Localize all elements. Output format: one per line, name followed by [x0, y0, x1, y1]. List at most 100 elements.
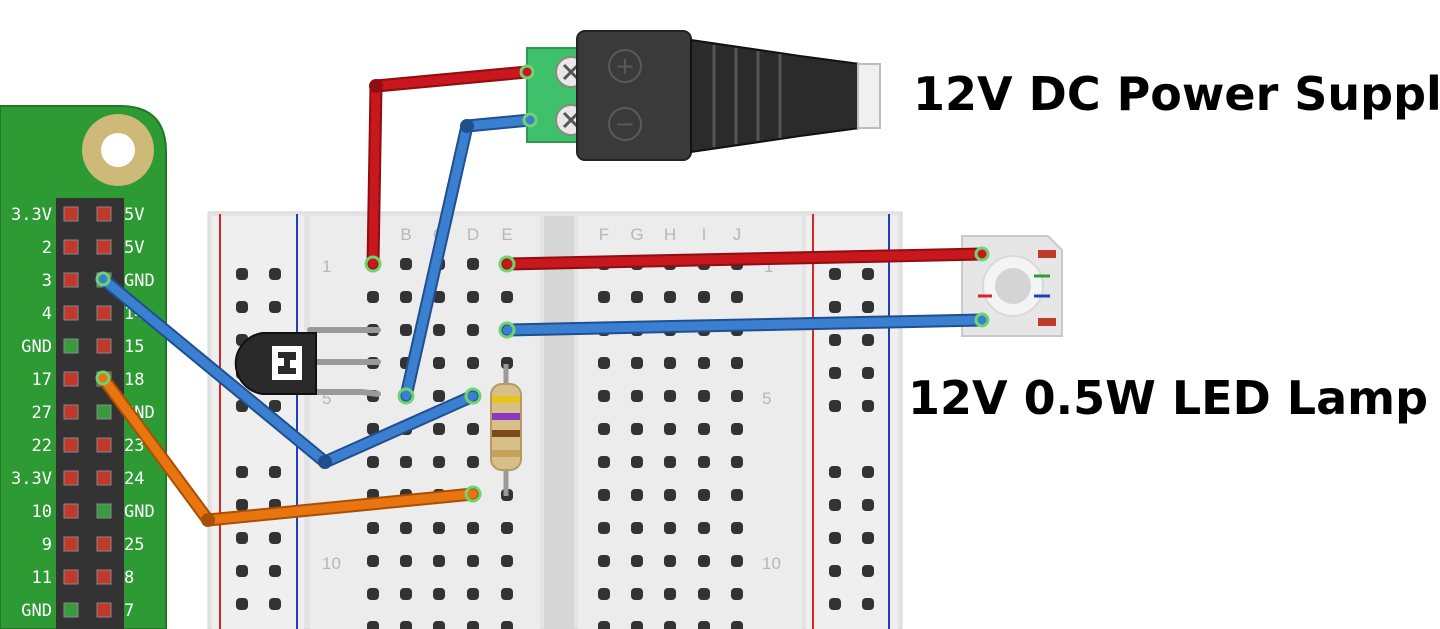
row-label-10-right: 10: [762, 554, 781, 573]
breadboard-hole: [467, 555, 479, 567]
gpio-right-label: 8: [124, 568, 134, 588]
gpio-pin: [96, 239, 112, 255]
breadboard-hole: [467, 258, 479, 270]
gpio-left-label: 3.3V: [11, 205, 52, 225]
led-lamp-label: 12V 0.5W LED Lamp: [908, 371, 1428, 425]
breadboard-row-labels: 1 5 10 5 10 1: [322, 257, 781, 573]
gpio-pin: [63, 404, 79, 420]
resistor: [490, 364, 522, 496]
breadboard-hole: [664, 555, 676, 567]
breadboard-hole: [598, 423, 610, 435]
gpio-pin: [63, 503, 79, 519]
breadboard-hole: [664, 291, 676, 303]
gpio-pin: [96, 437, 112, 453]
column-label: B: [400, 225, 411, 244]
breadboard-hole: [367, 291, 379, 303]
gpio-right-label: 23: [124, 436, 144, 456]
breadboard-hole: [598, 621, 610, 629]
breadboard-hole: [433, 522, 445, 534]
breadboard-hole: [400, 324, 412, 336]
gpio-left-label: 9: [42, 535, 52, 555]
breadboard-hole: [467, 423, 479, 435]
breadboard-hole: [664, 522, 676, 534]
breadboard-hole: [731, 522, 743, 534]
breadboard-hole: [631, 423, 643, 435]
breadboard-hole: [433, 357, 445, 369]
breadboard-hole: [598, 357, 610, 369]
breadboard-hole: [698, 489, 710, 501]
breadboard-hole: [698, 390, 710, 402]
row-label-1: 1: [322, 257, 331, 276]
column-label: J: [733, 225, 742, 244]
gpio-pin: [96, 470, 112, 486]
column-label: F: [599, 225, 609, 244]
transistor: [234, 327, 381, 397]
column-label: E: [501, 225, 512, 244]
breadboard-hole: [367, 522, 379, 534]
gpio-right-label: 24: [124, 469, 144, 489]
column-label: G: [630, 225, 643, 244]
rail-hole: [829, 301, 841, 313]
rail-hole: [862, 499, 874, 511]
breadboard-hole: [631, 621, 643, 629]
breadboard-hole: [433, 588, 445, 600]
rail-hole: [829, 598, 841, 610]
polarity-minus: −: [615, 110, 635, 138]
breadboard-hole: [631, 456, 643, 468]
breadboard-hole: [598, 390, 610, 402]
gpio-pin: [63, 206, 79, 222]
breadboard-hole: [501, 621, 513, 629]
breadboard-hole: [731, 291, 743, 303]
breadboard-hole: [698, 291, 710, 303]
breadboard-hole: [501, 588, 513, 600]
gpio-left-label: 27: [32, 403, 52, 423]
led-lamp: [961, 235, 1063, 337]
breadboard-hole: [367, 555, 379, 567]
rail-hole: [236, 598, 248, 610]
breadboard-hole: [631, 291, 643, 303]
rail-hole: [236, 565, 248, 577]
rail-hole: [862, 532, 874, 544]
breadboard-hole: [664, 423, 676, 435]
breadboard-hole: [631, 588, 643, 600]
rail-hole: [829, 532, 841, 544]
breadboard-hole: [631, 555, 643, 567]
rail-hole: [236, 466, 248, 478]
breadboard-hole: [698, 423, 710, 435]
breadboard-hole: [400, 291, 412, 303]
breadboard-hole: [433, 456, 445, 468]
breadboard-hole: [501, 291, 513, 303]
breadboard-hole: [467, 522, 479, 534]
rail-hole: [829, 367, 841, 379]
row-label-5-right: 5: [762, 389, 771, 408]
breadboard-hole: [433, 621, 445, 629]
gpio-left-label: GND: [21, 601, 52, 621]
breadboard-hole: [400, 555, 412, 567]
breadboard-hole: [664, 357, 676, 369]
breadboard-hole: [400, 588, 412, 600]
rail-hole: [862, 301, 874, 313]
gpio-pin: [96, 338, 112, 354]
rail-hole: [236, 301, 248, 313]
breadboard-hole: [698, 522, 710, 534]
gpio-left-label: 22: [32, 436, 52, 456]
rail-hole: [862, 466, 874, 478]
breadboard-hole: [664, 621, 676, 629]
breadboard-hole: [731, 390, 743, 402]
breadboard-hole: [367, 621, 379, 629]
breadboard-hole: [631, 522, 643, 534]
power-supply-label: 12V DC Power Supply: [913, 67, 1440, 121]
breadboard-hole: [664, 489, 676, 501]
breadboard-hole: [501, 555, 513, 567]
gpio-pin: [63, 437, 79, 453]
breadboard-hole: [598, 291, 610, 303]
gpio-right-label: 25: [124, 535, 144, 555]
rail-hole: [829, 466, 841, 478]
breadboard-hole: [598, 456, 610, 468]
rail-hole: [829, 268, 841, 280]
rail-hole: [862, 334, 874, 346]
breadboard-hole: [698, 555, 710, 567]
breadboard-hole: [698, 456, 710, 468]
gpio-pin: [96, 206, 112, 222]
